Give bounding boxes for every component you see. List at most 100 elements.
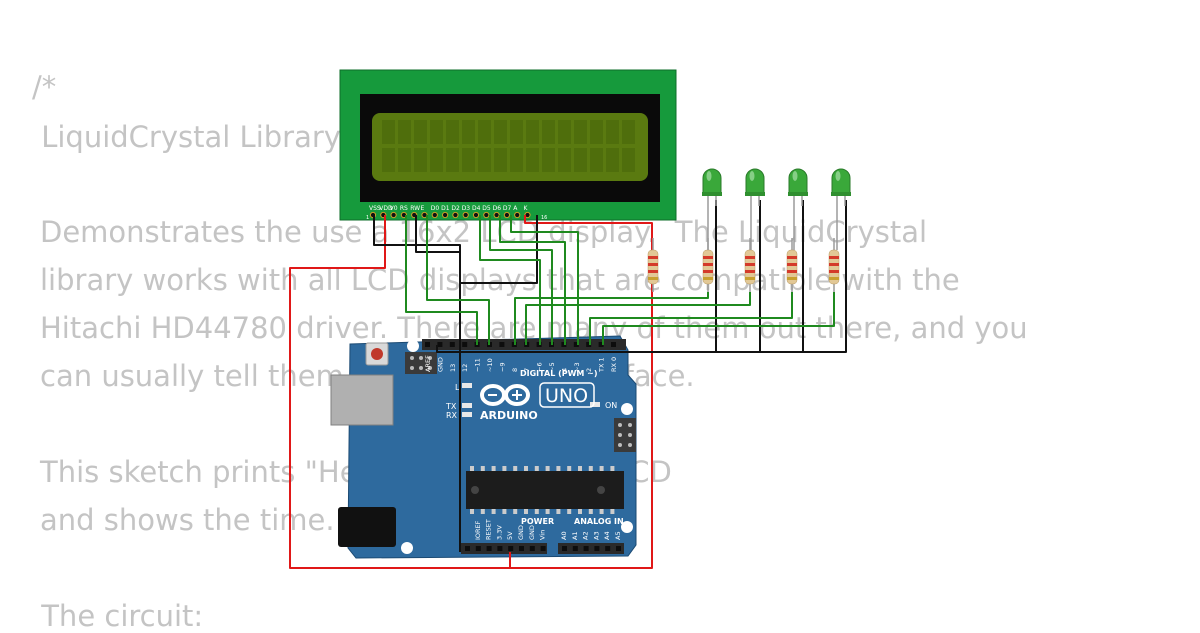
resistor[interactable] xyxy=(786,238,798,292)
digital-pin[interactable] xyxy=(611,342,616,347)
analog-pin-label: A1 xyxy=(571,531,579,540)
digital-pin[interactable] xyxy=(425,342,430,347)
analog-pin[interactable] xyxy=(594,546,600,551)
chip-leg xyxy=(513,509,518,514)
wire-lcd-d7[interactable] xyxy=(510,215,579,345)
chip-leg xyxy=(470,466,474,471)
wire-gnd-rw[interactable] xyxy=(415,215,460,253)
lcd-pin xyxy=(493,211,500,219)
power-pin[interactable] xyxy=(508,546,514,551)
power-pin[interactable] xyxy=(475,546,481,551)
wire-led2-signal[interactable] xyxy=(525,292,751,345)
lcd-cell xyxy=(414,148,427,172)
digital-pin[interactable] xyxy=(573,342,579,347)
green-led[interactable] xyxy=(831,168,851,250)
chip-leg xyxy=(578,509,582,514)
digital-pin-label: GND xyxy=(436,357,444,372)
chip-leg xyxy=(491,509,496,514)
green-led[interactable] xyxy=(745,168,765,250)
wire-led4-signal[interactable] xyxy=(602,292,835,345)
analog-pin[interactable] xyxy=(583,546,589,551)
digital-pin[interactable] xyxy=(586,342,592,347)
power-label: POWER xyxy=(521,517,554,526)
lcd-cell xyxy=(430,148,443,172)
wire-led3-signal[interactable] xyxy=(589,292,793,345)
power-pin-label: GND xyxy=(528,525,536,540)
digital-pin[interactable] xyxy=(462,342,468,347)
digital-pin[interactable] xyxy=(499,342,505,347)
power-pin[interactable] xyxy=(519,546,524,551)
digital-pin[interactable] xyxy=(437,342,443,347)
analog-pin[interactable] xyxy=(562,546,567,551)
lcd-cell xyxy=(606,148,619,172)
digital-pin[interactable] xyxy=(598,342,604,347)
icsp-header-right xyxy=(614,418,636,452)
code-line: Demonstrates the use a 16x2 LCD display.… xyxy=(40,215,928,249)
power-pin[interactable] xyxy=(497,546,503,551)
lcd-pin-label: D1 xyxy=(441,205,450,212)
wire-lcd-d4[interactable] xyxy=(479,215,541,345)
wire-gnd-k[interactable] xyxy=(460,215,538,284)
wire-lcd-e[interactable] xyxy=(426,215,490,345)
power-pin[interactable] xyxy=(486,546,492,551)
analog-pin[interactable] xyxy=(605,546,611,551)
green-led[interactable] xyxy=(702,168,722,250)
chip-leg xyxy=(588,509,593,514)
analog-pin[interactable] xyxy=(572,546,578,551)
model-badge xyxy=(539,382,595,408)
resistor[interactable] xyxy=(744,238,756,292)
led-rx-label: RX xyxy=(446,411,458,420)
lcd-pin xyxy=(514,211,521,219)
lcd-cell xyxy=(462,120,475,144)
wire-led3-cathode[interactable] xyxy=(760,200,804,353)
wire-led1-signal[interactable] xyxy=(514,292,709,345)
lcd-cell xyxy=(574,120,587,144)
chip-leg xyxy=(588,466,593,471)
lcd-cell xyxy=(574,148,587,172)
power-pin[interactable] xyxy=(529,546,535,551)
led-tx xyxy=(462,403,472,408)
wire-lcd-rs[interactable] xyxy=(405,215,478,345)
wire-5v[interactable] xyxy=(289,215,511,569)
analog-pin-label: A0 xyxy=(560,531,568,540)
digital-pin-label: ~5 xyxy=(548,362,556,372)
lcd-cell xyxy=(462,148,475,172)
chip-leg xyxy=(567,509,572,514)
resistor[interactable] xyxy=(828,238,840,292)
lcd-pin-label: VSS xyxy=(369,205,381,212)
digital-pin-label: RX 0 xyxy=(610,357,618,372)
analog-pin[interactable] xyxy=(616,546,621,551)
analog-pin-label: A3 xyxy=(592,531,600,540)
lcd-pin xyxy=(503,211,510,219)
resistors xyxy=(647,238,840,292)
lcd-cell xyxy=(590,120,603,144)
digital-pin-label: ~3 xyxy=(573,362,581,372)
chip-leg xyxy=(534,509,539,514)
lcd-cell xyxy=(622,120,635,144)
chip-leg xyxy=(524,466,528,471)
lcd-cell xyxy=(526,148,539,172)
digital-pin[interactable] xyxy=(561,342,567,347)
brand-label: ARDUINO xyxy=(480,409,538,422)
resistor[interactable] xyxy=(647,238,659,292)
chip-leg xyxy=(556,509,561,514)
chip-leg xyxy=(578,466,582,471)
chip-leg xyxy=(545,466,550,471)
wire-backlight-anode[interactable] xyxy=(510,215,653,569)
power-pin[interactable] xyxy=(540,546,546,551)
power-pin[interactable] xyxy=(465,546,470,551)
green-led[interactable] xyxy=(788,168,808,250)
wire-lcd-d6[interactable] xyxy=(499,215,566,345)
led-on-label: ON xyxy=(605,401,617,410)
led-tx-label: TX xyxy=(445,402,457,411)
lcd-pin-first: 1 xyxy=(366,215,369,221)
power-pin-label: IOREF xyxy=(474,520,482,540)
lcd-pin xyxy=(442,211,449,219)
lcd-cell xyxy=(606,120,619,144)
lcd-cell xyxy=(382,148,395,172)
power-pin-label: 5V xyxy=(506,531,514,540)
power-pin-label: GND xyxy=(517,525,525,540)
digital-pin[interactable] xyxy=(449,342,455,347)
